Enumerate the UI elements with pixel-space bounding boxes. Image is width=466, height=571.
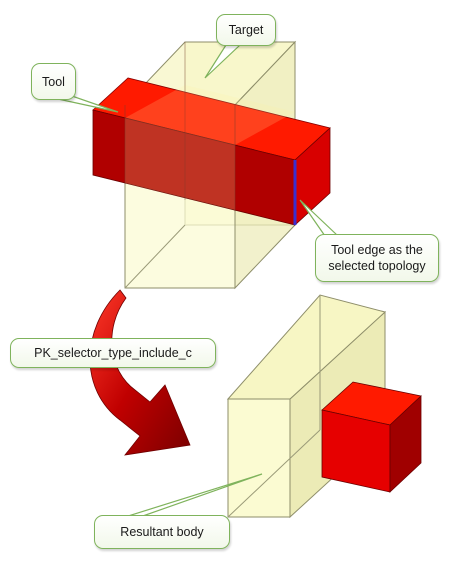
callout-tool: Tool — [31, 63, 76, 100]
callout-tool-edge: Tool edge as the selected topology — [315, 234, 439, 282]
curved-arrow-icon — [89, 289, 191, 456]
callout-target: Target — [216, 14, 276, 46]
cube-side-face — [389, 395, 422, 493]
callout-selector: PK_selector_type_include_c — [10, 338, 216, 368]
callout-target-label: Target — [228, 23, 264, 37]
result-hidden-edge-2 — [227, 429, 321, 518]
target-overlap-front — [125, 118, 235, 210]
target-overlap-top — [125, 85, 295, 145]
result-front-face — [227, 398, 291, 518]
target-hidden-edge — [124, 224, 186, 289]
tool-body — [92, 42, 331, 226]
result-cube — [321, 381, 422, 493]
callout-resultant: Resultant body — [94, 515, 230, 549]
callout-pointers — [57, 44, 340, 518]
callout-tool-edge-line2: selected topology — [328, 259, 426, 273]
pointer-tool-edge — [299, 199, 340, 237]
callout-tool-label: Tool — [42, 74, 65, 89]
callout-resultant-label: Resultant body — [120, 525, 204, 539]
callout-tool-edge-line1: Tool edge as the — [331, 243, 423, 257]
callout-selector-label: PK_selector_type_include_c — [34, 346, 192, 360]
